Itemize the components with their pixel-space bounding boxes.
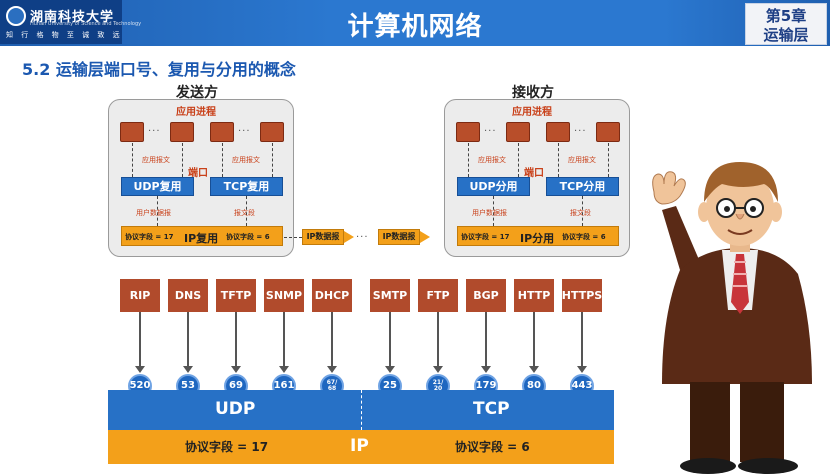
segment-label: 报文段 <box>234 209 255 217</box>
udp-label: UDP <box>215 399 256 419</box>
app-dhcp: DHCP <box>312 279 352 312</box>
app-snmp: SNMP <box>264 279 304 312</box>
process-icon <box>260 122 284 142</box>
port-label: 端口 <box>188 168 208 179</box>
process-icon <box>120 122 144 142</box>
app-message-label: 应用报文 <box>232 156 260 164</box>
app-tftp: TFTP <box>216 279 256 312</box>
ip-mux-box: 协议字段 = 17 IP复用 协议字段 = 6 <box>121 226 283 246</box>
chapter-number: 第5章 <box>765 7 807 25</box>
tcp-bar <box>362 390 614 430</box>
segment-label: 报文段 <box>570 209 591 217</box>
process-icon <box>210 122 234 142</box>
process-icon <box>506 122 530 142</box>
ip-label: IP <box>350 436 369 456</box>
tcp-label: TCP <box>473 399 510 419</box>
dots: ··· <box>574 126 587 137</box>
seal-icon <box>6 6 26 26</box>
page-title: 计算机网络 <box>347 12 483 42</box>
app-bgp: BGP <box>466 279 506 312</box>
dots: ··· <box>148 126 161 137</box>
user-datagram-label: 用户数据报 <box>136 209 171 217</box>
app-http: HTTP <box>514 279 554 312</box>
udp-mux-box: UDP复用 <box>121 177 194 196</box>
process-icon <box>596 122 620 142</box>
receiver-app-process-label: 应用进程 <box>512 107 552 118</box>
process-icon <box>170 122 194 142</box>
user-datagram-label: 用户数据报 <box>472 209 507 217</box>
tcp-mux-box: TCP复用 <box>210 177 283 196</box>
ip-demux-box: 协议字段 = 17 IP分用 协议字段 = 6 <box>457 226 619 246</box>
presenter-illustration <box>652 162 812 474</box>
tcp-demux-box: TCP分用 <box>546 177 619 196</box>
app-message-label: 应用报文 <box>568 156 596 164</box>
sender-caption: 发送方 <box>176 85 218 101</box>
ip-proto17: 协议字段 = 17 <box>185 440 269 454</box>
receiver-caption: 接收方 <box>512 85 554 101</box>
udp-bar <box>108 390 362 430</box>
app-dns: DNS <box>168 279 208 312</box>
section-title: 5.2 运输层端口号、复用与分用的概念 <box>22 60 296 79</box>
app-https: HTTPS <box>562 279 602 312</box>
dots: ··· <box>238 126 251 137</box>
app-rip: RIP <box>120 279 160 312</box>
app-message-label: 应用报文 <box>478 156 506 164</box>
udp-demux-box: UDP分用 <box>457 177 530 196</box>
process-icon <box>546 122 570 142</box>
app-smtp: SMTP <box>370 279 410 312</box>
chapter-title: 运输层 <box>763 26 809 44</box>
process-icon <box>456 122 480 142</box>
sender-app-process-label: 应用进程 <box>176 107 216 118</box>
port-label: 端口 <box>524 168 544 179</box>
app-ftp: FTP <box>418 279 458 312</box>
dots: ··· <box>356 232 369 243</box>
chapter-box <box>745 3 827 45</box>
ip-datagram-packet: IP数据报 <box>378 229 420 245</box>
ip-datagram-packet: IP数据报 <box>302 229 344 245</box>
university-logo: 湖南科技大学 Hunan University of Science and T… <box>0 0 141 44</box>
dots: ··· <box>484 126 497 137</box>
app-message-label: 应用报文 <box>142 156 170 164</box>
ip-bar <box>108 430 614 464</box>
ip-proto6: 协议字段 = 6 <box>455 440 530 454</box>
header-bar <box>0 0 830 46</box>
